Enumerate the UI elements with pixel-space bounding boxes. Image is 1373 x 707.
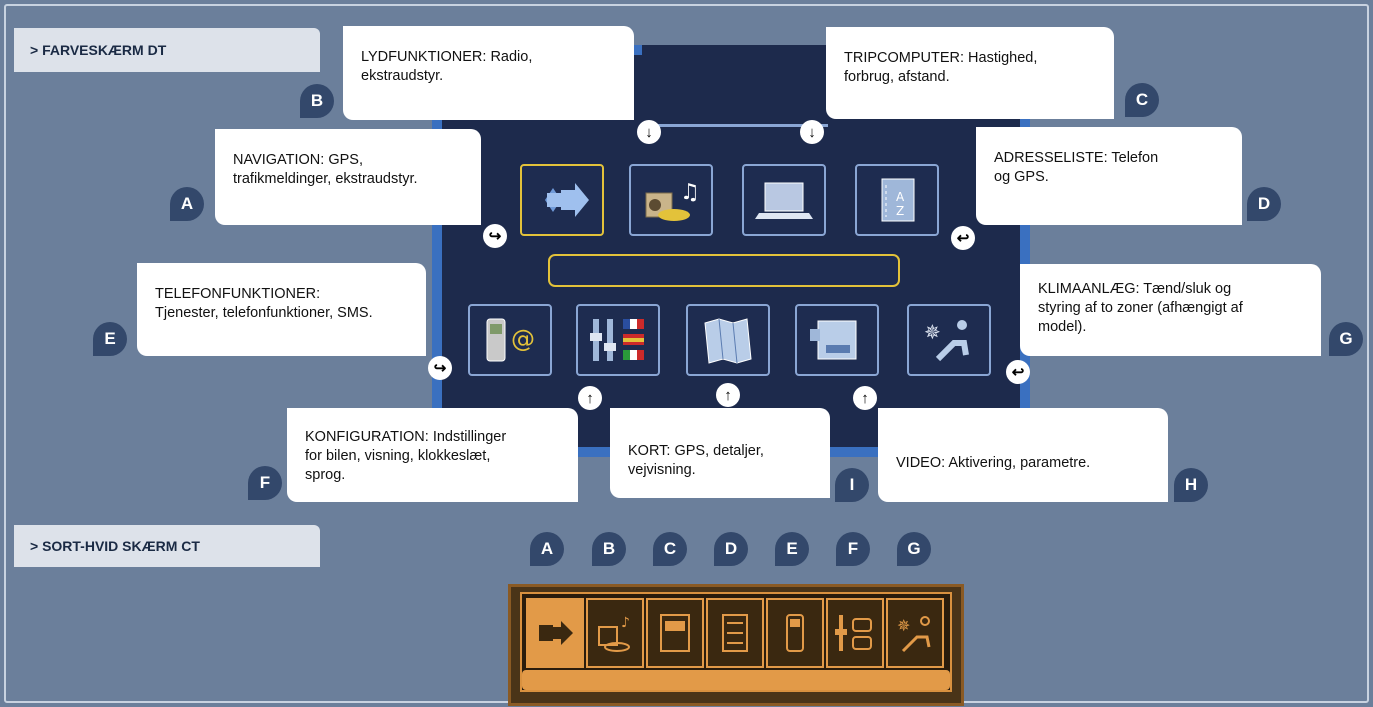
callout-configuration: KONFIGURATION: Indstillinger for bilen, … bbox=[287, 408, 578, 502]
bw-badge-d: D bbox=[714, 532, 748, 566]
bw-badge-f: F bbox=[836, 532, 870, 566]
configuration-menu-button[interactable] bbox=[576, 304, 660, 376]
section-label-bw-screen: > SORT-HVID SKÆRM CT bbox=[14, 525, 320, 567]
callout-tripcomputer-line1: TRIPCOMPUTER: Hastighed, bbox=[844, 50, 1038, 66]
arrow-tripcomputer-icon: ↓ bbox=[800, 120, 824, 144]
bw-badge-a: A bbox=[530, 532, 564, 566]
callout-video: VIDEO: Aktivering, parametre. bbox=[878, 408, 1168, 502]
arrow-audio-icon: ↓ bbox=[637, 120, 661, 144]
tripcomputer-icon bbox=[660, 614, 690, 652]
addressbook-icon: A Z bbox=[881, 178, 915, 222]
callout-climate-line2: styring af to zoner (afhængigt af bbox=[1038, 300, 1243, 316]
callout-audio-line2: ekstraudstyr. bbox=[361, 68, 444, 84]
video-icon bbox=[810, 320, 857, 360]
screen-top-divider bbox=[642, 45, 828, 127]
bw-addressbook-button[interactable] bbox=[706, 598, 764, 668]
callout-navigation-line1: NAVIGATION: GPS, bbox=[233, 152, 363, 168]
callout-map-line1: KORT: GPS, detaljer, bbox=[628, 443, 764, 459]
bw-badge-c: C bbox=[653, 532, 687, 566]
navigation-menu-button[interactable] bbox=[520, 164, 604, 236]
badge-a: A bbox=[170, 187, 204, 221]
callout-audio: LYDFUNKTIONER: Radio, ekstraudstyr. bbox=[343, 26, 634, 120]
badge-d: D bbox=[1247, 187, 1281, 221]
section-label-color-screen: > FARVESKÆRM DT bbox=[14, 28, 320, 72]
addressbook-icon bbox=[722, 614, 748, 652]
callout-navigation: NAVIGATION: GPS, trafikmeldinger, ekstra… bbox=[215, 129, 481, 225]
audio-icon: ♫ bbox=[645, 180, 700, 221]
bw-tripcomputer-button[interactable] bbox=[646, 598, 704, 668]
bw-navigation-button[interactable] bbox=[526, 598, 584, 668]
svg-text:@: @ bbox=[511, 325, 535, 353]
callout-climate-line3: model). bbox=[1038, 319, 1087, 335]
badge-g: G bbox=[1329, 322, 1363, 356]
bw-badge-b: B bbox=[592, 532, 626, 566]
navigation-icon bbox=[545, 183, 589, 217]
callout-climate: KLIMAANLÆG: Tænd/sluk og styring af to z… bbox=[1020, 264, 1321, 356]
badge-f: F bbox=[248, 466, 282, 500]
badge-c: C bbox=[1125, 83, 1159, 117]
callout-audio-line1: LYDFUNKTIONER: Radio, bbox=[361, 49, 533, 65]
navigation-icon bbox=[539, 621, 573, 645]
bw-badge-e: E bbox=[775, 532, 809, 566]
callout-configuration-line3: sprog. bbox=[305, 467, 346, 483]
svg-text:♫: ♫ bbox=[680, 180, 700, 205]
svg-text:Z: Z bbox=[896, 204, 904, 218]
badge-h: H bbox=[1174, 468, 1208, 502]
callout-tripcomputer-line2: forbrug, afstand. bbox=[844, 69, 950, 85]
arrow-climate-icon: ↩ bbox=[1006, 360, 1030, 384]
climate-icon: ✵ bbox=[897, 616, 931, 653]
callout-climate-line1: KLIMAANLÆG: Tænd/sluk og bbox=[1038, 281, 1232, 297]
callout-video-line1: VIDEO: Aktivering, parametre. bbox=[896, 455, 1091, 471]
callout-addressbook: ADRESSELISTE: Telefon og GPS. bbox=[976, 127, 1242, 225]
telephone-icon bbox=[786, 614, 804, 652]
arrow-navigation-icon: ↪ bbox=[483, 224, 507, 248]
badge-i: I bbox=[835, 468, 869, 502]
tripcomputer-icon bbox=[755, 182, 813, 219]
map-menu-button[interactable] bbox=[686, 304, 770, 376]
callout-tripcomputer: TRIPCOMPUTER: Hastighed, forbrug, afstan… bbox=[826, 27, 1114, 119]
arrow-addressbook-icon: ↩ bbox=[951, 226, 975, 250]
callout-addressbook-line1: ADRESSELISTE: Telefon bbox=[994, 150, 1159, 166]
callout-telephone-line1: TELEFONFUNKTIONER: bbox=[155, 286, 321, 302]
callout-map: KORT: GPS, detaljer, vejvisning. bbox=[610, 408, 830, 498]
bw-audio-button[interactable]: ♪ bbox=[586, 598, 644, 668]
arrow-video-icon: ↑ bbox=[853, 386, 877, 410]
bw-status-bar bbox=[522, 670, 950, 690]
bw-configuration-button[interactable] bbox=[826, 598, 884, 668]
callout-map-line2: vejvisning. bbox=[628, 462, 696, 478]
bw-badge-g: G bbox=[897, 532, 931, 566]
bw-telephone-button[interactable] bbox=[766, 598, 824, 668]
svg-text:♪: ♪ bbox=[621, 615, 630, 631]
status-bar bbox=[548, 254, 900, 287]
map-icon bbox=[704, 318, 752, 364]
climate-icon: ✵ bbox=[924, 320, 969, 362]
svg-text:✵: ✵ bbox=[897, 616, 910, 635]
svg-text:✵: ✵ bbox=[924, 320, 941, 344]
callout-telephone-line2: Tjenester, telefonfunktioner, SMS. bbox=[155, 305, 373, 321]
telephone-icon: @ bbox=[486, 318, 535, 362]
badge-b: B bbox=[300, 84, 334, 118]
arrow-map-icon: ↑ bbox=[716, 383, 740, 407]
callout-configuration-line1: KONFIGURATION: Indstillinger bbox=[305, 429, 507, 445]
configuration-icon bbox=[590, 319, 644, 361]
addressbook-menu-button[interactable]: A Z bbox=[855, 164, 939, 236]
arrow-telephone-icon: ↪ bbox=[428, 356, 452, 380]
tripcomputer-menu-button[interactable] bbox=[742, 164, 826, 236]
callout-telephone: TELEFONFUNKTIONER: Tjenester, telefonfun… bbox=[137, 263, 426, 356]
bw-climate-button[interactable]: ✵ bbox=[886, 598, 944, 668]
callout-configuration-line2: for bilen, visning, klokkeslæt, bbox=[305, 448, 491, 464]
audio-menu-button[interactable]: ♫ bbox=[629, 164, 713, 236]
svg-text:A: A bbox=[896, 190, 905, 204]
telephone-menu-button[interactable]: @ bbox=[468, 304, 552, 376]
audio-icon: ♪ bbox=[598, 615, 630, 652]
callout-navigation-line2: trafikmeldinger, ekstraudstyr. bbox=[233, 171, 418, 187]
video-menu-button[interactable] bbox=[795, 304, 879, 376]
callout-addressbook-line2: og GPS. bbox=[994, 169, 1049, 185]
configuration-icon bbox=[835, 615, 872, 651]
arrow-configuration-icon: ↑ bbox=[578, 386, 602, 410]
badge-e: E bbox=[93, 322, 127, 356]
climate-menu-button[interactable]: ✵ bbox=[907, 304, 991, 376]
